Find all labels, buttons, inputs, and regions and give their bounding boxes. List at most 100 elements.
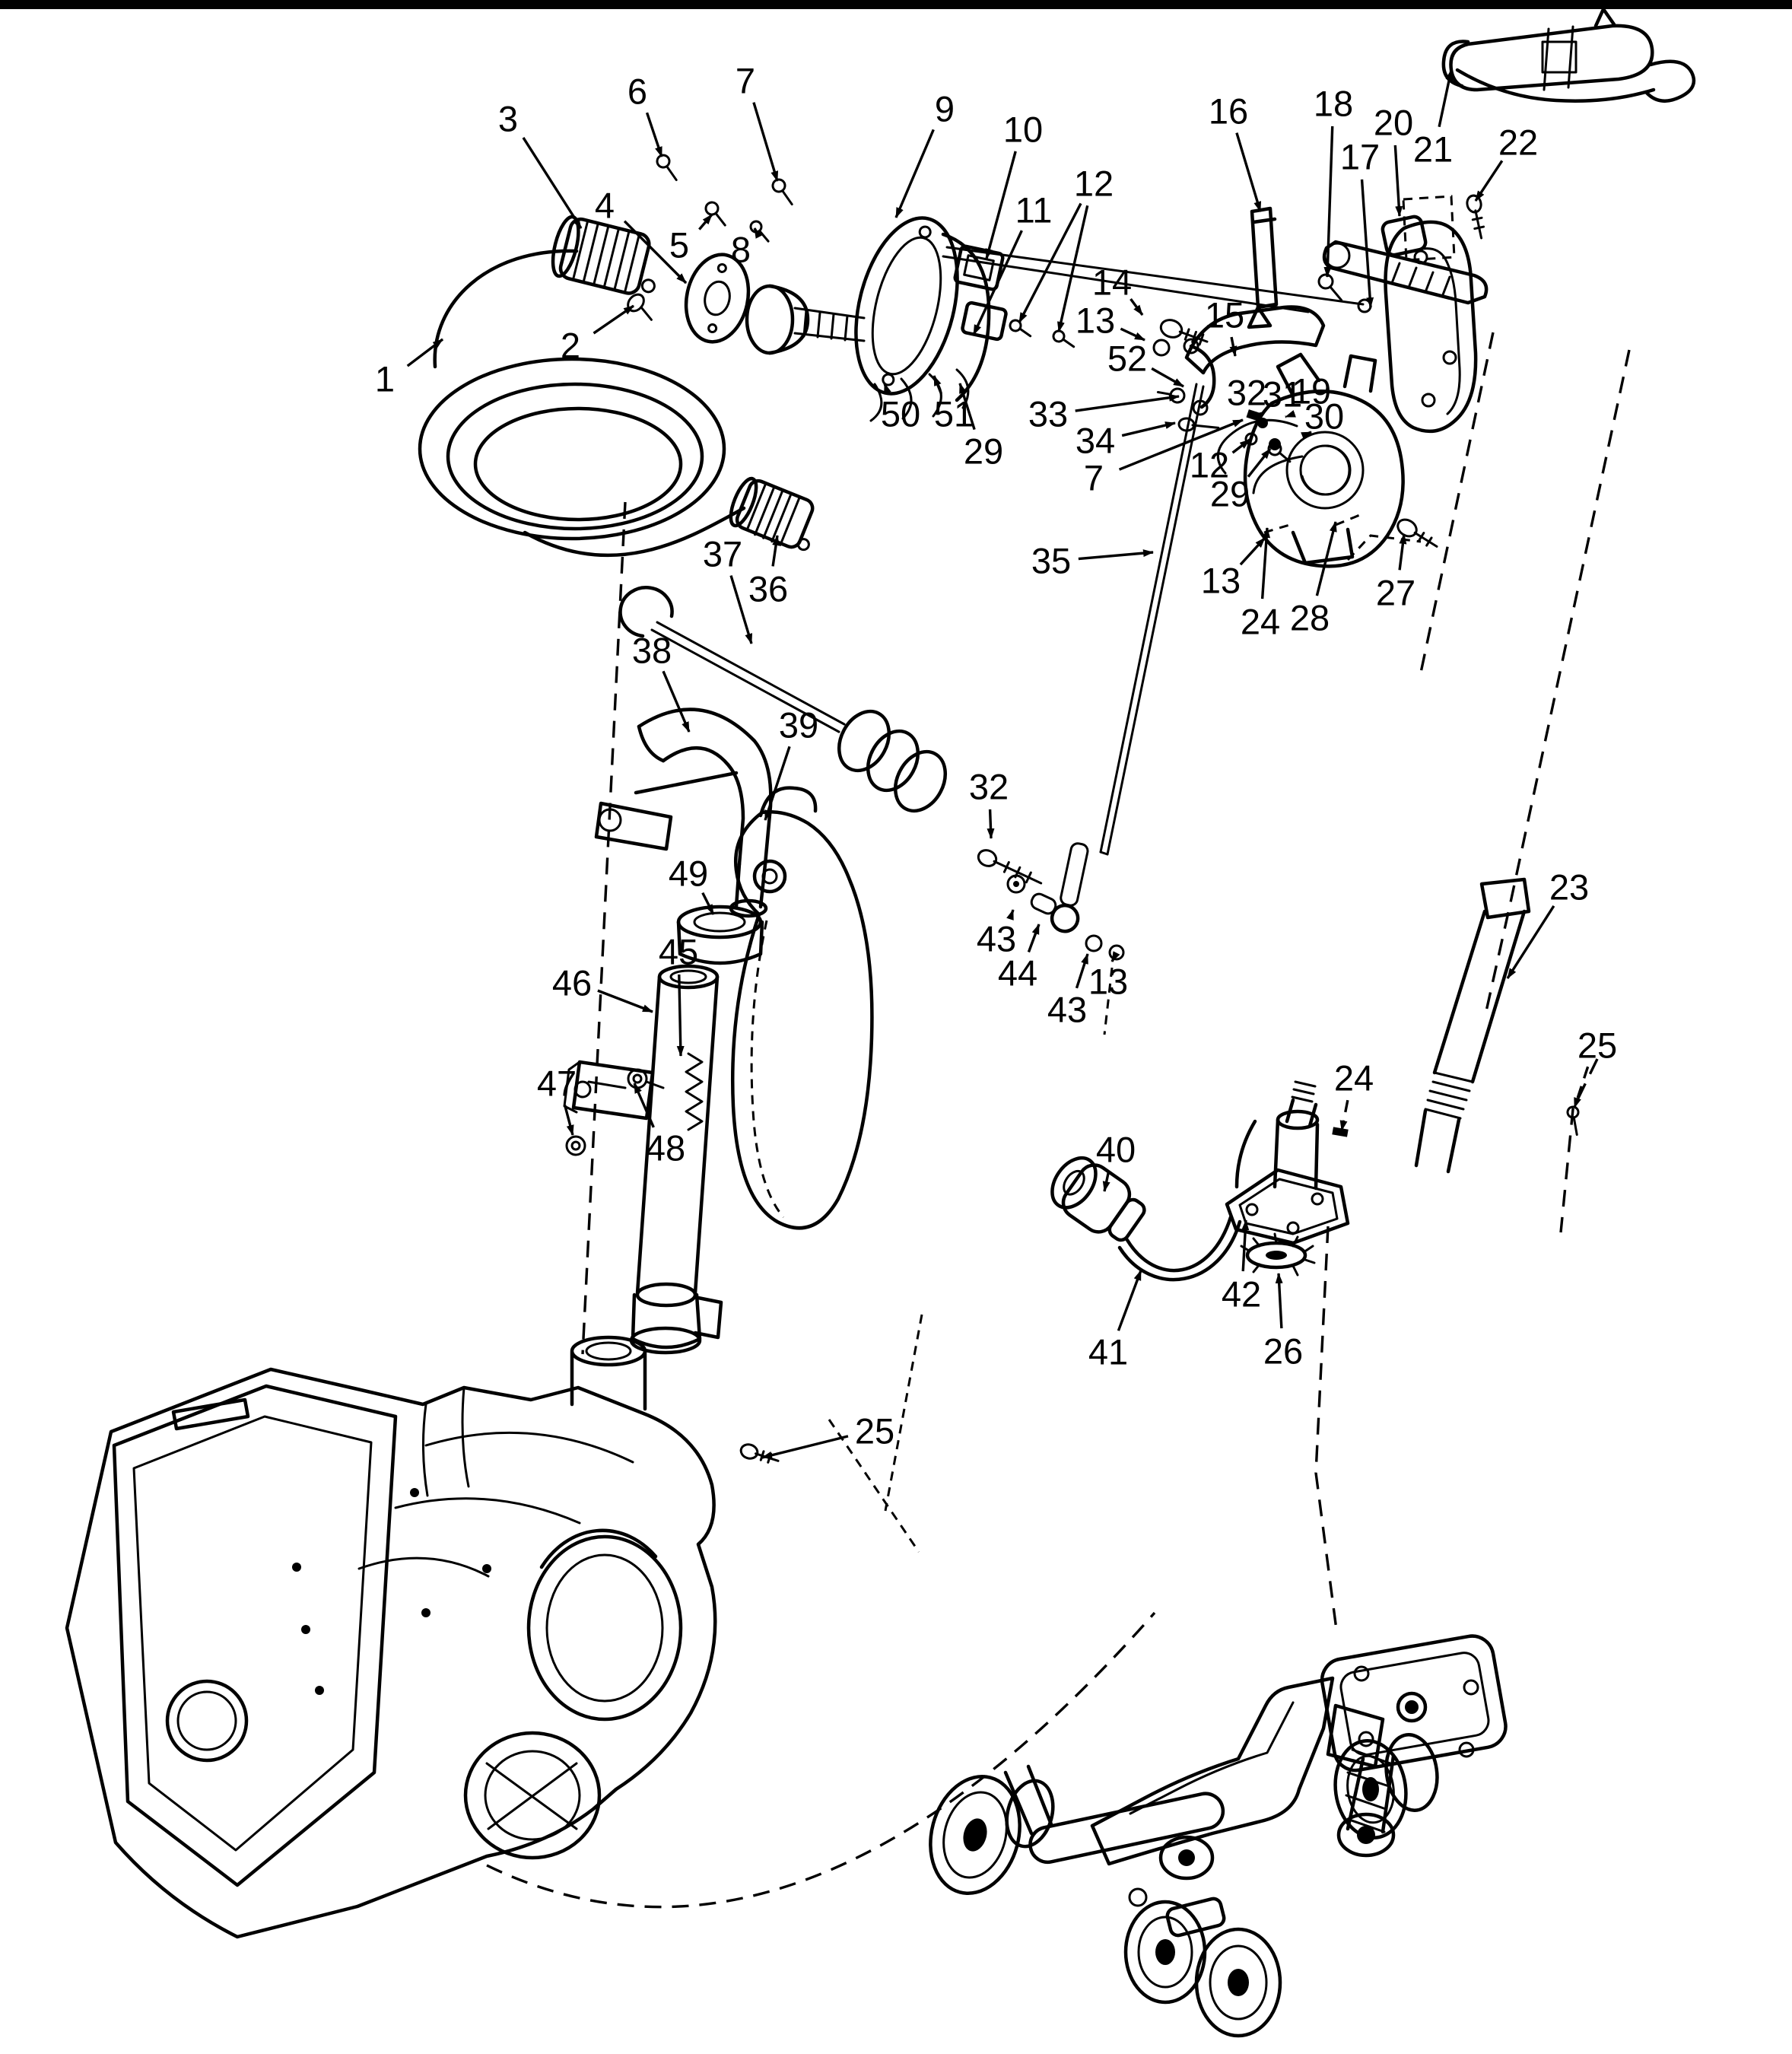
housing-wires xyxy=(1216,418,1304,494)
head-plate xyxy=(854,216,959,396)
callout-29: 29 xyxy=(1210,474,1250,514)
cable-41-a xyxy=(1125,1215,1233,1273)
bearing-cup xyxy=(745,284,795,355)
fastener-a xyxy=(1257,418,1268,428)
spring-coil-3 xyxy=(894,749,947,813)
mount-boss xyxy=(1273,1118,1320,1191)
collar-hook xyxy=(693,1296,723,1340)
leader-line-6 xyxy=(645,112,663,157)
leader-line-20 xyxy=(1393,145,1403,217)
swivel-plate-hole-2 xyxy=(1442,350,1457,365)
callout-13: 13 xyxy=(1201,561,1241,601)
leader-line-12 xyxy=(1018,202,1082,323)
column-tube-assembly xyxy=(563,964,723,1355)
tie-rod-bottom xyxy=(942,255,1310,313)
housing-cast-lines xyxy=(357,1431,634,1578)
screw-7 xyxy=(771,178,793,206)
throttle-bumper xyxy=(1381,195,1456,262)
leader-line-51 xyxy=(933,375,942,395)
cable-41-b xyxy=(1117,1219,1242,1282)
washer-43a xyxy=(1006,874,1026,894)
link-bolt-cluster xyxy=(977,842,1125,1035)
callout-51: 51 xyxy=(934,394,974,434)
callout-43: 43 xyxy=(977,919,1016,959)
column-collar xyxy=(635,1282,697,1308)
callout-6: 6 xyxy=(628,72,647,112)
axle-boss xyxy=(1158,1835,1215,1881)
leader-line-13 xyxy=(1239,536,1266,566)
upper-shaft-23 xyxy=(1414,877,1531,1174)
leader-line-3 xyxy=(522,137,583,229)
housing-side-hole-inner xyxy=(176,1690,237,1751)
rod-end xyxy=(1050,842,1089,933)
callout-32: 32 xyxy=(1227,373,1266,413)
callout-47: 47 xyxy=(537,1064,577,1104)
callout-1: 1 xyxy=(375,359,395,399)
leader-line-42 xyxy=(1241,1219,1250,1272)
grip-clamp-hook xyxy=(1441,40,1470,88)
handle-grip xyxy=(1381,7,1696,262)
housing-nose-shade xyxy=(539,1528,658,1569)
leader-line-35 xyxy=(1078,549,1154,561)
transom-mount xyxy=(1225,1080,1580,1277)
washer-43a-hole xyxy=(1013,881,1019,887)
swivel-plate-inner xyxy=(1412,247,1461,415)
leader-line-23 xyxy=(1506,905,1555,979)
bell-crank-eye-top xyxy=(1183,338,1199,355)
leader-line-25 xyxy=(761,1435,849,1459)
housing-neck-lines xyxy=(421,1386,470,1497)
bolt-48-head xyxy=(627,1068,648,1089)
clamp-bolt xyxy=(574,1080,592,1099)
clamp-band xyxy=(634,771,739,795)
leader-line-12 xyxy=(1231,438,1251,454)
elbow-inner xyxy=(661,746,745,866)
callout-45: 45 xyxy=(659,932,698,972)
washer-12 xyxy=(1244,432,1258,446)
leader-line-12 xyxy=(1057,205,1089,332)
housing-lower-bore xyxy=(484,1750,581,1841)
leader-line-17 xyxy=(1360,179,1374,308)
construction-lines xyxy=(486,332,1631,1909)
grip-strap xyxy=(1541,40,1578,74)
bushing-49 xyxy=(676,905,764,965)
column-top-bore xyxy=(669,969,707,984)
leader-line-25 xyxy=(1573,1066,1590,1108)
plug-40 xyxy=(1050,1156,1146,1242)
screw-6 xyxy=(656,154,678,182)
pin-24 xyxy=(1332,1127,1349,1137)
nut-13-dash xyxy=(1103,967,1114,1035)
leader-line-46 xyxy=(597,989,653,1013)
grip-fin xyxy=(1593,7,1616,28)
plate-nut-center xyxy=(1405,1700,1419,1714)
leader-line-32 xyxy=(987,809,995,839)
lead-wires xyxy=(869,368,970,422)
housing-left-panel-inner xyxy=(132,1415,373,1852)
steering-arm-plate xyxy=(1184,305,1326,375)
leader-line-7 xyxy=(752,102,779,182)
callout-42: 42 xyxy=(1222,1274,1261,1315)
callout-46: 46 xyxy=(552,963,592,1003)
callout-24: 24 xyxy=(1334,1058,1374,1099)
leader-line-13 xyxy=(1110,951,1120,962)
screw-8 xyxy=(749,220,770,243)
callout-49: 49 xyxy=(669,854,708,894)
leader-line-40 xyxy=(1102,1171,1110,1192)
grip-end-wing xyxy=(1644,59,1696,103)
callout-25: 25 xyxy=(855,1411,894,1451)
housing-nose-inner xyxy=(545,1553,664,1703)
cable-coil-inner xyxy=(473,406,683,522)
bumper-dashed-box xyxy=(1402,195,1456,262)
nut-13 xyxy=(1108,944,1125,961)
screw-5 xyxy=(704,201,726,227)
guard-outline xyxy=(730,810,874,1230)
housing-boss-bore xyxy=(585,1341,632,1361)
callout-50: 50 xyxy=(881,394,920,434)
mount-brace xyxy=(1234,1119,1257,1189)
callout-35: 35 xyxy=(1031,541,1071,581)
cable-coil-mid xyxy=(446,382,704,531)
left-roller-rear xyxy=(1005,1779,1055,1849)
leader-line-24 xyxy=(1339,1099,1349,1131)
callout-36: 36 xyxy=(748,569,788,609)
pin-25 xyxy=(1566,1105,1580,1137)
axle-boss-bore xyxy=(1178,1849,1195,1866)
